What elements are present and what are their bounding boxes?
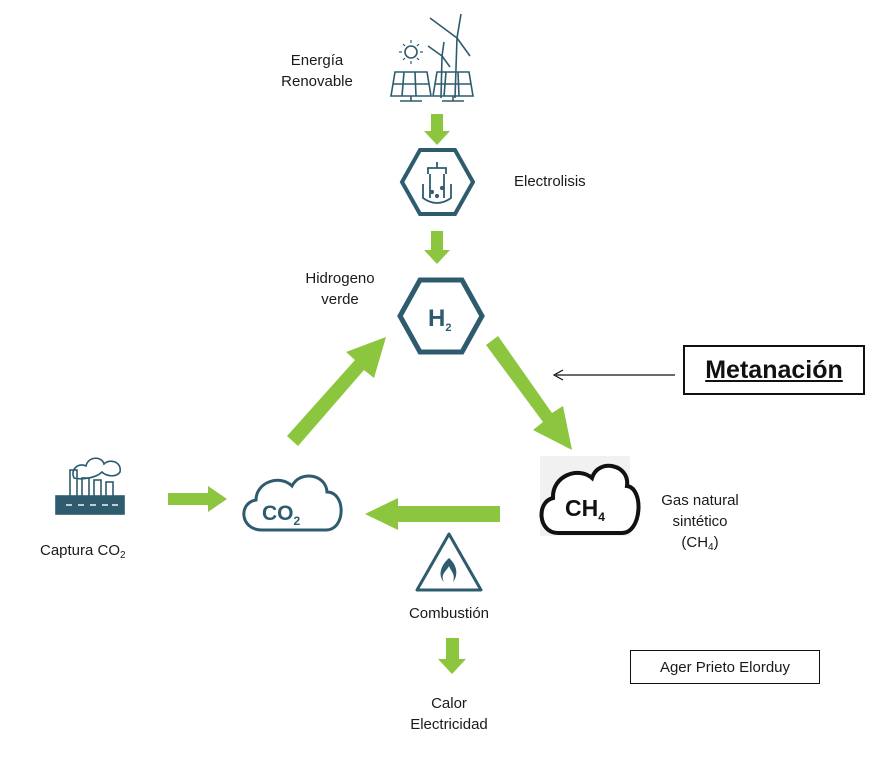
ch4-cloud-icon: CH4 [539, 456, 641, 536]
svg-text:CH4: CH4 [565, 495, 605, 524]
factory-icon [55, 457, 125, 515]
svg-text:H2: H2 [428, 305, 451, 334]
synthetic-gas-label: Gas natural sintético (CH4) [661, 492, 739, 553]
co2-capture-label: Captura CO2 [40, 542, 126, 561]
electrolysis-label: Electrolisis [514, 173, 586, 190]
renewable-energy-icon [390, 13, 474, 102]
arrow-combustion-to-output [438, 638, 466, 674]
h2-icon: H2 [397, 277, 485, 355]
svg-text:CO2: CO2 [262, 502, 301, 528]
arrow-h2-to-ch4 [486, 336, 572, 450]
arrow-capture-to-co2 [168, 486, 227, 512]
arrow-renewable-to-electrolysis [424, 114, 450, 145]
arrow-ch4-to-co2 [365, 498, 500, 530]
author-credit: Ager Prieto Elorduy [630, 650, 820, 684]
metanacion-title: Metanación [705, 355, 843, 384]
flow-arrows [168, 114, 572, 674]
electrolysis-icon [399, 148, 476, 216]
co2-cloud-icon: CO2 [242, 474, 343, 532]
metanacion-callout: Metanación [683, 345, 865, 395]
heat-electricity-label: Calor Electricidad [410, 695, 488, 733]
green-hydrogen-label: Hidrogeno verde [305, 270, 375, 308]
combustion-label: Combustión [408, 605, 490, 622]
arrow-co2-to-h2 [287, 337, 386, 446]
author-name: Ager Prieto Elorduy [659, 658, 791, 676]
combustion-flame-icon [415, 532, 483, 592]
metanacion-pointer-arrow [552, 369, 675, 381]
renewable-energy-label: Energía Renovable [281, 52, 353, 90]
arrow-electrolysis-to-h2 [424, 231, 450, 264]
